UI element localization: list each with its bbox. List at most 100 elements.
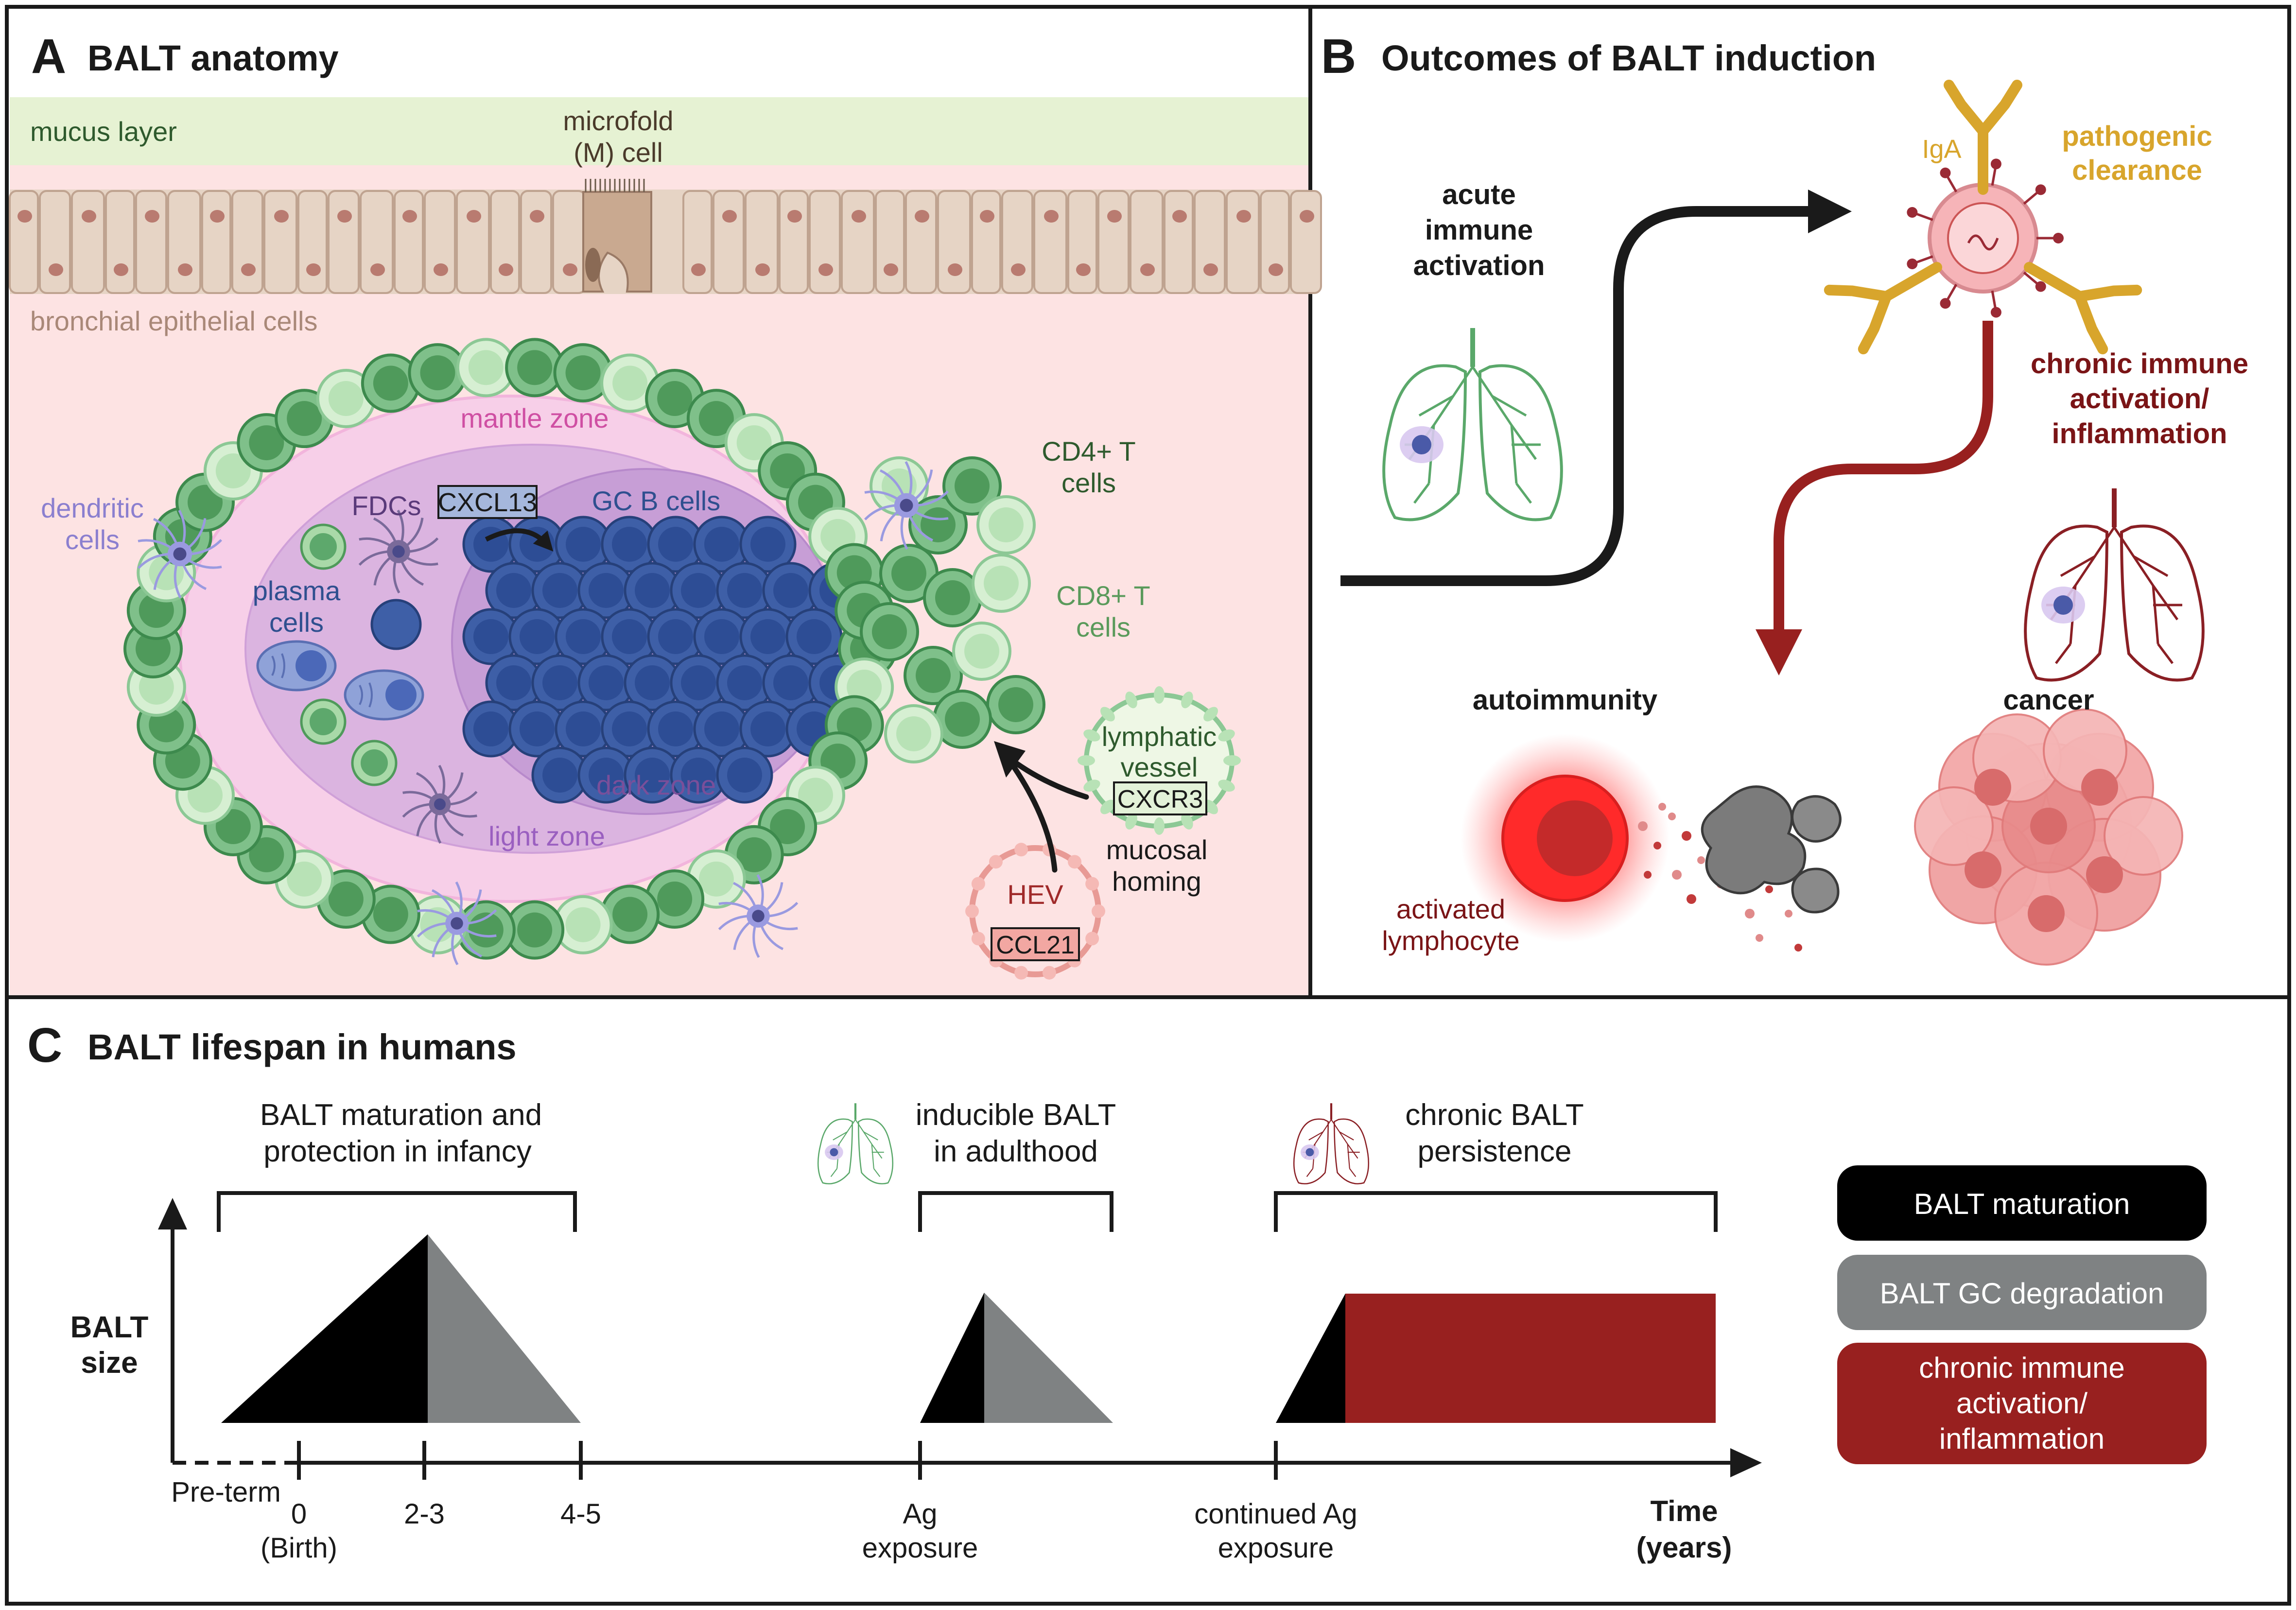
phase3-label-2: persistence [1417, 1135, 1571, 1168]
y-axis-label-2: size [81, 1346, 138, 1380]
tick-ag-2: exposure [862, 1532, 978, 1564]
panel-b-letter: B [1321, 29, 1356, 84]
infancy-degradation-triangle [428, 1234, 581, 1423]
panel-a-letter: A [31, 29, 66, 84]
cxcr3-label: CXCR3 [1117, 785, 1203, 814]
tick-0: 0 [291, 1498, 307, 1530]
small-red-lung-icon [1293, 1103, 1370, 1185]
y-axis-label: BALT [70, 1311, 149, 1344]
acute-label: acute [1442, 179, 1516, 210]
iga-label: IgA [1922, 135, 1961, 164]
acute-activation-arrow [1340, 206, 1818, 586]
panel-a: A BALT anatomy mucus layer microfold (M)… [9, 29, 1322, 995]
pathogenic-label-2: clearance [2072, 155, 2202, 186]
cxcr3-box [1113, 781, 1207, 815]
cd8-label-2: cells [1076, 612, 1131, 642]
panel-b: B Outcomes of BALT induction acute immun… [1321, 29, 2248, 966]
phase1-label: BALT maturation and [260, 1098, 542, 1132]
red-lung-icon [2024, 488, 2205, 682]
panel-c: C BALT lifespan in humans [27, 1018, 2207, 1564]
tick-preterm: Pre-term [171, 1476, 281, 1508]
hev-label: HEV [1007, 879, 1063, 910]
dark-zone-label: dark zone [596, 770, 716, 800]
light-zone-label: light zone [488, 821, 605, 851]
mucus-layer-label: mucus layer [30, 116, 177, 147]
panel-c-title: BALT lifespan in humans [87, 1027, 517, 1067]
panel-b-title: Outcomes of BALT induction [1381, 38, 1876, 78]
time-axis-label: Time [1651, 1495, 1718, 1527]
tick-continued-ag-2: exposure [1218, 1532, 1334, 1564]
acute-label-2: immune [1425, 214, 1533, 246]
panel-a-title: BALT anatomy [87, 38, 339, 78]
cd8-label: CD8+ T [1056, 580, 1150, 611]
bronchial-label: bronchial epithelial cells [30, 306, 317, 336]
pathogenic-label: pathogenic [2062, 121, 2212, 152]
mantle-zone-label: mantle zone [460, 403, 609, 433]
mucus-layer-band [10, 97, 1308, 165]
plasma-label: plasma [253, 575, 341, 606]
cxcl13-box [437, 485, 538, 519]
phase1-label-2: protection in infancy [263, 1135, 531, 1168]
infancy-maturation-triangle [221, 1234, 428, 1423]
dendritic-label: dendritic [41, 493, 144, 523]
autoimmunity-label: autoimmunity [1473, 684, 1657, 716]
activated-label-2: lymphocyte [1382, 925, 1519, 956]
iga-pathogen-icon [1824, 80, 2142, 355]
cancer-label: cancer [2003, 684, 2094, 716]
x-axis-ticks [297, 1441, 1278, 1480]
mucosal-label: mucosal [1106, 834, 1208, 865]
cxcl13-arrow [485, 528, 554, 552]
dying-cell-fragments [1701, 785, 1842, 914]
legend-label-chronic: chronic immune [1919, 1351, 2125, 1384]
ccl21-box [991, 927, 1080, 961]
plasma-cell [344, 669, 424, 721]
mucosal-label-2: homing [1112, 866, 1201, 897]
adult-degradation-triangle [984, 1293, 1113, 1423]
plasma-cell [256, 640, 337, 692]
phase2-label-2: in adulthood [934, 1135, 1098, 1168]
chronic-label-3: inflammation [2052, 418, 2227, 450]
phase2-label: inducible BALT [916, 1098, 1116, 1132]
tick-birth: (Birth) [261, 1532, 337, 1564]
plasma-label-2: cells [269, 607, 324, 638]
chronic-activation-arrow [1774, 321, 1993, 637]
time-axis-label-2: (years) [1636, 1531, 1732, 1564]
legend-label-chronic-3: inflammation [1939, 1422, 2105, 1455]
activated-label: activated [1396, 894, 1505, 924]
cd4-label-2: cells [1061, 467, 1116, 498]
b-cell [370, 599, 422, 650]
legend: BALT maturation BALT GC degradation chro… [1837, 1165, 2207, 1464]
chronic-label-2: activation/ [2070, 383, 2209, 415]
cd4-label: CD4+ T [1042, 436, 1135, 467]
microfold-label: microfold [563, 105, 673, 136]
ccl21-label: CCL21 [996, 931, 1075, 959]
microfold-label-2: (M) cell [574, 137, 663, 168]
chronic-label: chronic immune [2031, 348, 2248, 380]
chronic-inflammation-bar [1345, 1294, 1716, 1423]
tick-ag: Ag [903, 1498, 938, 1530]
tick-4-5: 4-5 [560, 1498, 601, 1530]
adult-maturation-triangle [920, 1293, 984, 1423]
legend-swatch-maturation [1837, 1165, 2207, 1241]
phase-brackets [217, 1191, 1718, 1232]
panel-c-letter: C [27, 1018, 62, 1073]
lymphatic-label-2: vessel [1121, 752, 1198, 782]
dendritic-cells [137, 461, 949, 966]
tick-2-3: 2-3 [404, 1498, 445, 1530]
legend-swatch-degradation [1837, 1255, 2207, 1330]
dendritic-label-2: cells [65, 524, 120, 555]
legend-label-chronic-2: activation/ [1956, 1387, 2087, 1420]
gc-b-cells [462, 516, 866, 804]
acute-label-3: activation [1413, 250, 1545, 281]
legend-swatch-chronic [1837, 1343, 2207, 1464]
green-lung-icon [1382, 328, 1563, 521]
legend-label-maturation: BALT maturation [1914, 1188, 2130, 1220]
epithelium [9, 179, 1322, 294]
legend-label-degradation: BALT GC degradation [1880, 1277, 2164, 1310]
small-green-lung-icon [817, 1103, 894, 1185]
cancer-cell-cluster [1914, 709, 2183, 966]
cxcl13-label: CXCL13 [438, 488, 537, 517]
lymphatic-label: lymphatic [1102, 721, 1217, 752]
gc-b-cells-label: GC B cells [592, 485, 721, 516]
